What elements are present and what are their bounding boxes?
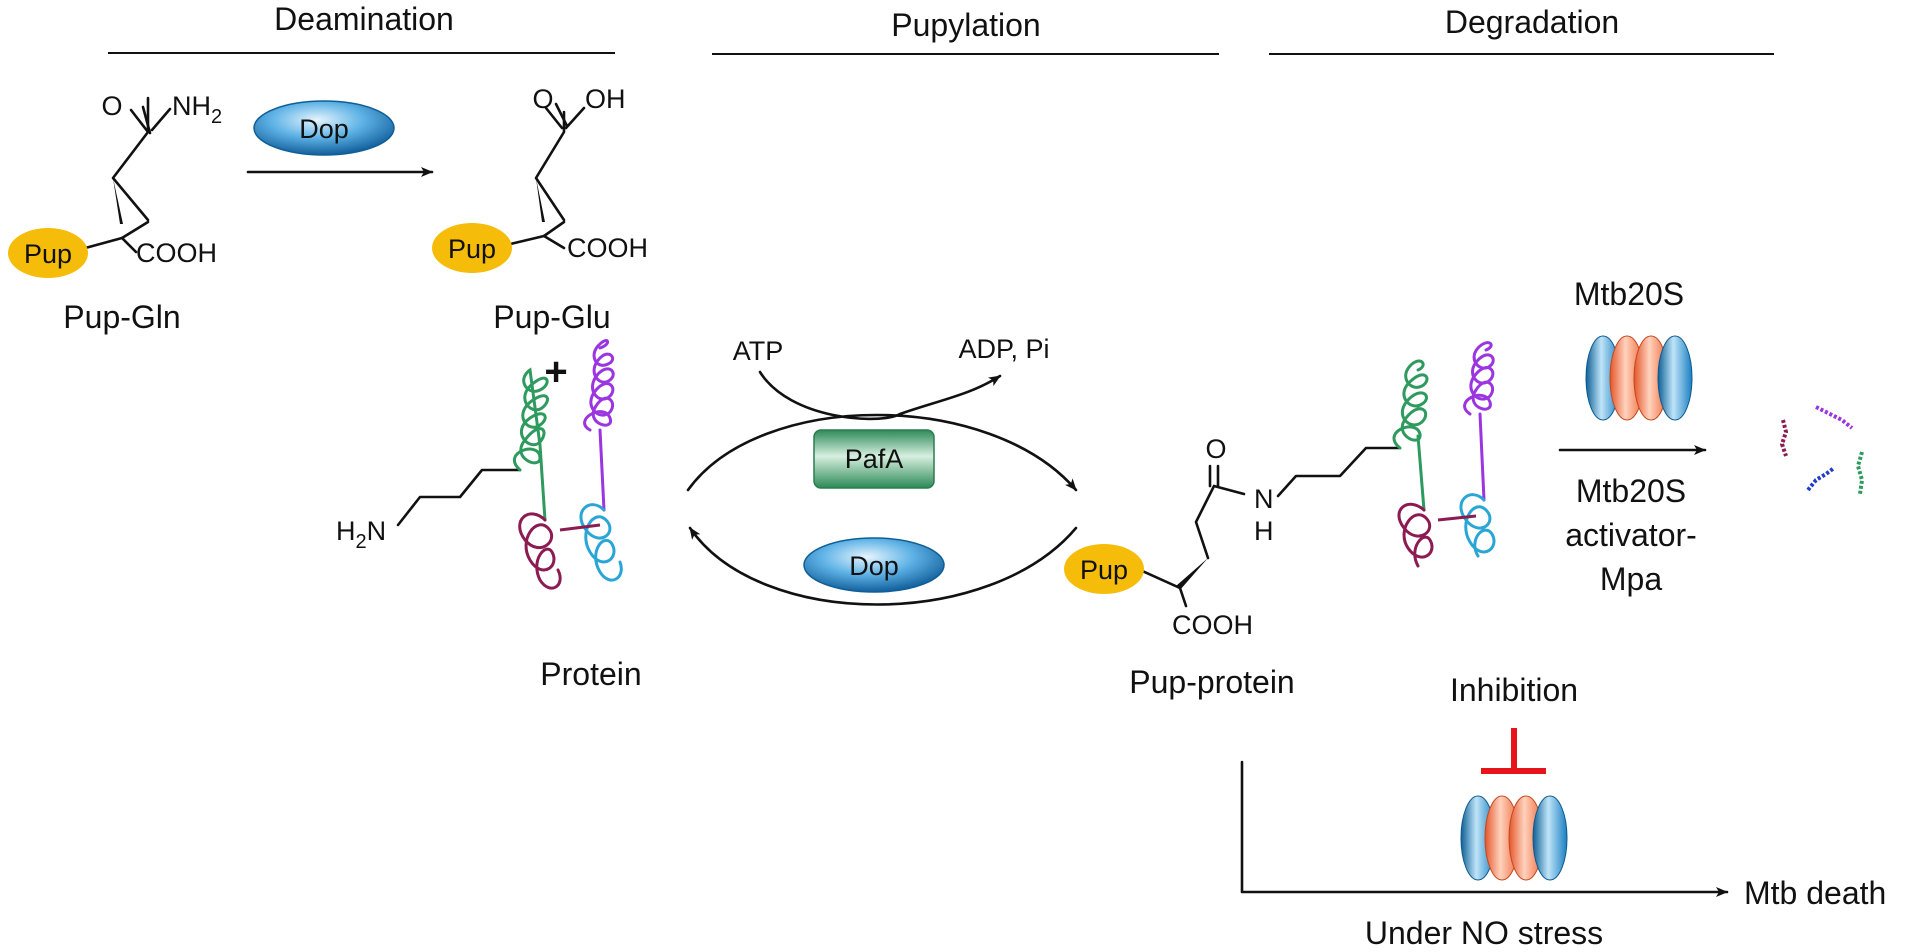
pup-glu-name: Pup-Glu	[493, 299, 610, 335]
pup-gln-nh2-sub: 2	[211, 106, 222, 128]
pup-gln-o: O	[101, 91, 122, 121]
pup-gln-structure: Pup O NH2 COOH Pup-Gln	[8, 91, 222, 335]
pafa-label: PafA	[845, 444, 904, 474]
protein-helix-purple	[583, 339, 615, 512]
pup-protein-n: N	[1254, 484, 1274, 514]
protein-linker	[559, 523, 601, 532]
pup-glu-o: O	[532, 84, 553, 114]
protein-helix-cyan	[579, 503, 623, 582]
pupylation-cycle: ATP ADP, Pi PafA Dop	[686, 334, 1078, 606]
atp-label: ATP	[733, 336, 784, 366]
pup-gln-amide-bond	[150, 107, 172, 132]
fragment-purple	[1815, 405, 1854, 430]
fragment-blue	[1806, 466, 1836, 492]
forward-arc-arrow	[686, 413, 1078, 492]
adp-pi-label: ADP, Pi	[958, 334, 1049, 364]
protein-h2n-sub: 2	[356, 531, 367, 553]
protein-h2n: H2N	[336, 516, 386, 553]
header-degradation: Degradation	[1269, 4, 1774, 55]
pup-protein-wedge	[1176, 558, 1208, 590]
pup-glu-carbonyl	[544, 106, 564, 130]
protein-helix-green	[512, 367, 549, 522]
mtb-death-label: Mtb death	[1744, 875, 1886, 911]
pup-protein-cooh-bond	[1178, 586, 1188, 608]
pup-gln-wedge	[113, 178, 123, 224]
protein-structure: H2N Protein	[336, 339, 642, 692]
no-stress-label: Under NO stress	[1365, 915, 1603, 951]
dop-cycle-label: Dop	[849, 551, 899, 581]
header-pupylation-label: Pupylation	[891, 7, 1040, 43]
pup-protein-linker	[1437, 514, 1477, 522]
pup-glu-pup-oval	[432, 223, 512, 273]
pup-gln-cooh-bond	[120, 236, 138, 254]
protein-helix-maroon	[518, 512, 562, 590]
pup-gln-carbonyl	[129, 108, 150, 134]
pup-glu-structure: Pup O OH COOH Pup-Glu	[432, 84, 648, 335]
pup-protein-helix-green	[1392, 359, 1429, 512]
pup-glu-cooh-bond	[542, 234, 566, 250]
pup-gln-carbonyl-2	[141, 105, 152, 135]
pup-gln-nh2: NH2	[172, 91, 222, 128]
pup-gln-chain	[111, 96, 150, 222]
pup-protein-structure: O Pup COOH N H Pup-protein	[1064, 341, 1496, 700]
atp-adp-arrow	[758, 370, 1002, 421]
pup-gln-pup-label: Pup	[24, 239, 72, 269]
activator-line-1: Mtb20S	[1576, 473, 1686, 509]
header-deamination-label: Deamination	[274, 1, 454, 37]
dop-top-label: Dop	[299, 114, 349, 144]
pup-protein-o: O	[1205, 434, 1226, 464]
fragment-maroon	[1779, 419, 1789, 457]
reverse-arc-arrow	[688, 526, 1078, 606]
pup-protein-helix-maroon	[1397, 502, 1434, 568]
protein-lysine-chain	[396, 468, 522, 527]
pup-glu-oh: OH	[585, 84, 626, 114]
pup-protein-pup-oval	[1064, 544, 1144, 594]
pup-protein-h: H	[1254, 516, 1274, 546]
pup-gln-cooh: COOH	[136, 238, 217, 268]
inhibition-label: Inhibition	[1450, 672, 1578, 708]
protein-name: Protein	[540, 656, 641, 692]
pup-gln-alpha-bond	[120, 220, 150, 240]
mtb20s-label: Mtb20S	[1574, 276, 1684, 312]
degradation-pathway: Mtb20S Mtb20S activator- Mpa Inhibition …	[1240, 276, 1886, 951]
protein-h2n-h: H	[336, 516, 356, 546]
dop-top-oval	[253, 100, 395, 156]
header-deamination: Deamination	[108, 1, 615, 54]
pup-glu-cooh: COOH	[567, 233, 648, 263]
pup-protein-helix-cyan	[1459, 493, 1496, 558]
header-degradation-label: Degradation	[1445, 4, 1619, 40]
pup-glu-pup-label: Pup	[448, 234, 496, 264]
activator-line-2: activator-	[1565, 517, 1697, 553]
pup-protein-helix-purple	[1463, 341, 1495, 502]
pup-gln-pup-oval	[8, 228, 88, 278]
no-stress-arrow	[1240, 760, 1729, 897]
activator-line-3: Mpa	[1600, 561, 1662, 597]
pup-gln-name: Pup-Gln	[63, 299, 180, 335]
header-pupylation: Pupylation	[712, 7, 1219, 55]
pup-protein-pup-bond	[1138, 568, 1182, 590]
protein-h2n-n: N	[367, 516, 387, 546]
pup-glu-wedge	[536, 178, 545, 222]
pup-gln-nh2-main: NH	[172, 91, 211, 121]
dop-cycle-oval	[803, 537, 945, 593]
dop-enzyme-top: Dop	[253, 100, 395, 156]
proteasome-inhibited	[1460, 795, 1568, 881]
plus-sign: +	[544, 350, 567, 394]
pup-glu-carbonyl-2	[554, 102, 569, 128]
pafa-box	[813, 429, 935, 489]
pup-protein-name: Pup-protein	[1129, 664, 1294, 700]
fragment-green	[1855, 451, 1865, 495]
pup-protein-cooh: COOH	[1172, 610, 1253, 640]
pup-protein-pup-label: Pup	[1080, 555, 1128, 585]
pup-glu-alpha-bond	[542, 220, 566, 238]
proteasome-top	[1585, 335, 1693, 421]
pup-protein-backbone	[1194, 484, 1246, 560]
pup-glu-oh-bond	[564, 106, 586, 130]
pup-protein-lysine-chain	[1276, 446, 1402, 498]
